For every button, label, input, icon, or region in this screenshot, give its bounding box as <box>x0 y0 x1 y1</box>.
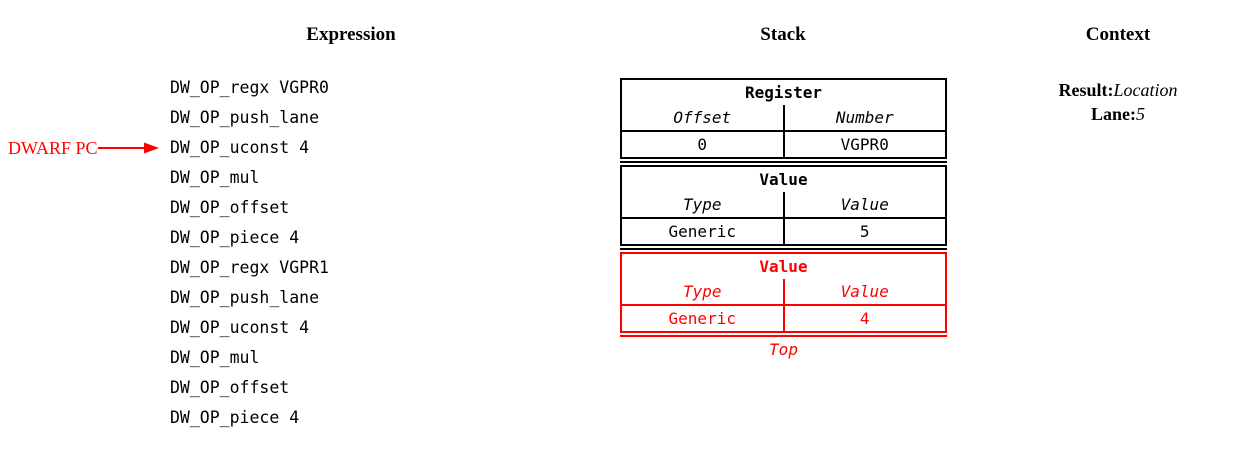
expression-line: DW_OP_push_lane <box>170 288 320 307</box>
expression-line: DW_OP_regx VGPR0 <box>170 78 329 97</box>
column-header: Offset <box>621 105 785 131</box>
table-row: Type Value <box>621 279 946 305</box>
expression-list: DW_OP_regx VGPR0 DW_OP_push_lane DW_OP_u… <box>170 73 329 433</box>
table-cell: VGPR0 <box>783 130 946 158</box>
table-cell: 0 <box>621 130 785 158</box>
stack-frame-separator <box>620 248 947 250</box>
table-row: Offset Number <box>621 105 946 131</box>
column-header: Type <box>621 279 785 305</box>
stack-entry: Register Offset Number 0 VGPR0 <box>620 78 947 159</box>
stack-top-label: Top <box>769 340 798 359</box>
context-row-result: Result:Location <box>1018 78 1218 102</box>
page-title-stack: Stack <box>760 24 806 45</box>
table-row: Register <box>621 79 946 105</box>
expression-line: DW_OP_piece 4 <box>170 228 300 247</box>
stack-entry-title: Value <box>759 170 808 189</box>
table-cell: Generic <box>621 217 785 245</box>
stack-entry-title: Register <box>744 83 823 102</box>
page-title-expression: Expression <box>306 24 396 45</box>
table-row: Generic 5 <box>621 217 946 245</box>
expression-line: DW_OP_uconst 4 <box>170 318 310 337</box>
expression-line: DW_OP_offset <box>170 198 290 217</box>
column-header: Number <box>835 108 894 127</box>
stack-area: Register Offset Number 0 VGPR0 Value Typ… <box>620 78 947 363</box>
page-title-context: Context <box>1085 24 1151 45</box>
expression-line: DW_OP_mul <box>170 168 260 187</box>
table-cell: Generic <box>621 304 785 332</box>
context-key: Lane: <box>1091 104 1136 124</box>
dwarf-pc-marker: DWARF PC <box>8 136 160 160</box>
column-header: Type <box>621 192 785 218</box>
stack-entry-top: Value Type Value Generic 4 <box>620 252 947 333</box>
context-row-lane: Lane:5 <box>1018 102 1218 126</box>
context-value: Location <box>1113 80 1178 100</box>
column-header: Value <box>840 282 889 301</box>
column-header: Value <box>840 195 889 214</box>
stack-entry-table: Value Type Value Generic 4 <box>620 252 947 333</box>
table-row: Generic 4 <box>621 304 946 332</box>
expression-line: DW_OP_push_lane <box>170 108 320 127</box>
expression-line: DW_OP_offset <box>170 378 290 397</box>
stack-top-rule <box>620 335 947 337</box>
expression-line: DW_OP_mul <box>170 348 260 367</box>
stack-entry-table: Value Type Value Generic 5 <box>620 165 947 246</box>
stack-frame-separator <box>620 161 947 163</box>
expression-line: DW_OP_uconst 4 <box>170 138 310 157</box>
context-block: Result:Location Lane:5 <box>1018 78 1218 126</box>
table-row: 0 VGPR0 <box>621 130 946 158</box>
arrow-right-icon <box>97 142 159 154</box>
context-key: Result: <box>1058 80 1114 100</box>
dwarf-pc-label: DWARF PC <box>8 138 98 158</box>
stack-entry-title: Value <box>759 257 808 276</box>
table-cell: 5 <box>783 217 946 245</box>
table-row: Type Value <box>621 192 946 218</box>
table-row: Value <box>621 166 946 192</box>
expression-line: DW_OP_regx VGPR1 <box>170 258 329 277</box>
table-row: Value <box>621 253 946 279</box>
table-cell: 4 <box>783 304 946 332</box>
stack-entry-table: Register Offset Number 0 VGPR0 <box>620 78 947 159</box>
expression-line: DW_OP_piece 4 <box>170 408 300 427</box>
stack-entry: Value Type Value Generic 5 <box>620 165 947 246</box>
context-value: 5 <box>1136 104 1145 124</box>
